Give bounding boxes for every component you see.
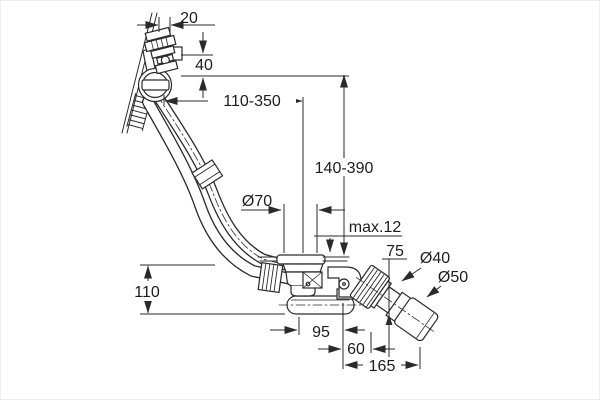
- dim-label-connector-dia: Ø50: [438, 269, 468, 286]
- tube-bundle: [142, 89, 299, 285]
- label-mask: [208, 91, 296, 109]
- corrugated-hose: [126, 93, 152, 131]
- tub-floor-line: [257, 256, 350, 262]
- dim-label-waste-dia: Ø70: [242, 193, 272, 210]
- leader-arrow-75: [385, 314, 393, 325]
- dia50-leader: [426, 285, 442, 298]
- overflow-knob: [143, 26, 179, 75]
- tube-centerline: [156, 94, 294, 268]
- dim-label-outlet-dia: Ø40: [420, 250, 450, 267]
- dim-label-outlet-drop: 75: [386, 243, 404, 260]
- dim-label-overflow-offset: 40: [195, 57, 213, 74]
- outlet-elbow: [327, 266, 362, 298]
- label-underlines: [314, 235, 407, 260]
- dim-label-elbow-to-end: 165: [369, 358, 396, 375]
- overflow-head-unit: [137, 26, 183, 103]
- waste-flange-assembly: [276, 254, 326, 297]
- label-mask: [363, 357, 401, 373]
- angled-outlet-assembly: [349, 264, 439, 342]
- label-mask: [131, 281, 163, 301]
- dim-label-max-panel: max.12: [349, 219, 402, 236]
- dia40-leader: [401, 267, 422, 282]
- dim-label-trap-height: 110: [134, 284, 160, 301]
- dim-label-elbow-to-joint: 60: [347, 341, 365, 358]
- dim-label-knob-depth: 20: [180, 10, 198, 27]
- product-drawing: [121, 12, 439, 342]
- extension-lines: [140, 17, 421, 369]
- dim-label-overflow-height: 140-390: [315, 160, 374, 177]
- label-mask: [313, 158, 375, 176]
- tube-coupling-sleeve: [191, 159, 224, 190]
- dim-label-waste-to-elbow: 95: [312, 324, 330, 341]
- waste-inlet-connector: [257, 262, 284, 294]
- dimension-labels: 20 40 110-350 140-390 Ø70 max.12 75 Ø40 …: [131, 10, 468, 375]
- dim-label-overflow-to-waste: 110-350: [223, 93, 281, 110]
